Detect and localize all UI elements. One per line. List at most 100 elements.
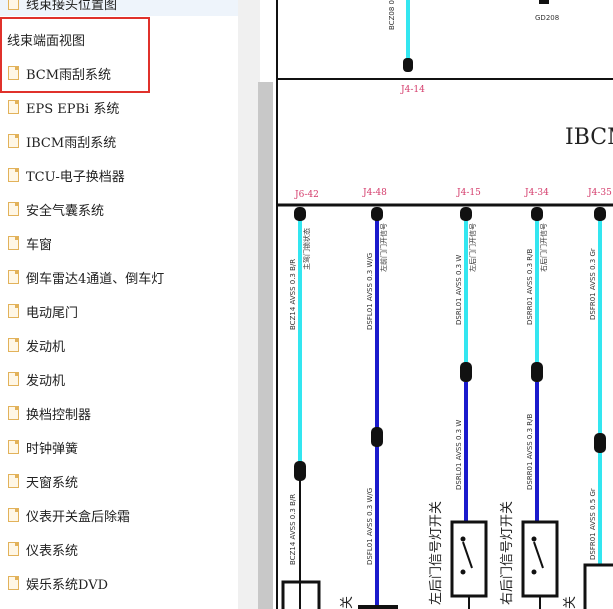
tree-item-label: 车窗 xyxy=(26,237,53,253)
tree-item[interactable]: 仪表系统 xyxy=(0,532,238,566)
tree-item[interactable]: 发动机 xyxy=(0,362,238,396)
tree-item[interactable]: IBCM雨刮系统 xyxy=(0,124,238,158)
tree-item[interactable]: 线束端面视图 xyxy=(0,22,238,56)
document-icon xyxy=(8,236,19,250)
scrollbar-track[interactable] xyxy=(238,0,260,609)
wire-2-connector-mid xyxy=(371,427,383,447)
document-icon xyxy=(8,440,19,454)
tree-item[interactable]: 换档控制器 xyxy=(0,396,238,430)
wire-1-name: 主驾门锁状态 xyxy=(302,228,311,270)
tree-item-label: BCM雨刮系统 xyxy=(26,67,112,83)
tree-item-label: 安全气囊系统 xyxy=(26,203,105,219)
document-icon xyxy=(8,304,19,318)
scrollbar-thumb[interactable] xyxy=(258,82,273,609)
wire-5-lower-code: DSFR01 AVSS 0.5 Gr xyxy=(589,488,597,560)
tree-item-label: 换档控制器 xyxy=(26,407,92,423)
pin-label-4: J4-34 xyxy=(524,188,549,198)
tree-item[interactable]: EPS EPBi 系统 xyxy=(0,90,238,124)
tree-item-label: 娱乐系统DVD xyxy=(26,577,109,593)
document-icon xyxy=(8,270,19,284)
wire-1-code: BCZ14 AVSS 0.3 B/R xyxy=(289,259,297,330)
tree-item-label: 仪表系统 xyxy=(26,543,79,559)
ground-mark xyxy=(539,0,549,4)
document-icon xyxy=(8,168,19,182)
tree-item[interactable]: 时钟弹簧 xyxy=(0,430,238,464)
wire-3-name: 左后门门开信号 xyxy=(468,223,477,272)
wire-5-connector-mid xyxy=(594,433,606,453)
wire-3-connector-top xyxy=(460,207,472,221)
tree-item-label: 仪表开关盒后除霜 xyxy=(26,509,131,525)
top-wire-code: BCZ08 0.5 xyxy=(388,0,396,30)
wire-2-name: 左前门门开信号 xyxy=(379,223,388,272)
top-connector xyxy=(403,58,413,72)
switch-3-box xyxy=(583,563,613,609)
tree-item[interactable]: 安全气囊系统 xyxy=(0,192,238,226)
component-label-left: 关 xyxy=(340,596,355,609)
component-label-right: 关 xyxy=(563,596,578,609)
tree-item-label: 线束端面视图 xyxy=(7,33,86,49)
document-icon xyxy=(8,508,19,522)
switch-1-label: 左后门信号灯开关 xyxy=(429,501,444,605)
tree-item-label: TCU-电子换档器 xyxy=(26,169,125,185)
tree-item-label: 发动机 xyxy=(26,339,66,355)
wire-3-connector-mid xyxy=(460,362,472,382)
document-icon xyxy=(8,338,19,352)
top-pin-label: J4-14 xyxy=(400,85,425,95)
tree-item[interactable]: 电动尾门 xyxy=(0,294,238,328)
wire-1-connector-top xyxy=(294,207,306,221)
wire-2-code: DSFL01 AVSS 0.3 W/G xyxy=(366,253,374,330)
wiring-diagram-view[interactable]: J4-14 BCZ08 0.5 GD208 IBCM J6-42 J4-48 J… xyxy=(273,0,613,609)
tree-item-label: 线束接头位置图 xyxy=(26,0,118,13)
gd-label: GD208 xyxy=(535,14,559,22)
tree-item-label: 倒车雷达4通道、倒车灯 xyxy=(26,271,165,287)
document-icon xyxy=(8,542,19,556)
document-icon xyxy=(8,66,19,80)
wire-5-code: DSFR01 AVSS 0.3 Gr xyxy=(589,248,597,320)
switch-2-contact xyxy=(533,541,544,569)
wire-3-code: DSRL01 AVSS 0.3 W xyxy=(455,255,463,325)
tree-item-label: 发动机 xyxy=(26,373,66,389)
tree-item[interactable]: TCU-电子换档器 xyxy=(0,158,238,192)
wire-3-lower-code: DSRL01 AVSS 0.3 W xyxy=(455,420,463,490)
wire-5-connector-top xyxy=(594,207,606,221)
document-icon xyxy=(8,100,19,114)
pin-label-1: J6-42 xyxy=(294,190,319,200)
document-icon xyxy=(8,474,19,488)
tree-item-label: IBCM雨刮系统 xyxy=(26,135,117,151)
wire-1-connector-mid xyxy=(294,461,306,481)
tree-item[interactable]: 娱乐系统DVD xyxy=(0,566,238,600)
document-icon xyxy=(8,202,19,216)
tree-item[interactable]: BCM雨刮系统 xyxy=(0,56,238,90)
wire-4-lower-code: DSRR01 AVSS 0.3 R/B xyxy=(526,413,534,490)
wire-4-name: 右后门门开信号 xyxy=(539,223,548,272)
pin-label-2: J4-48 xyxy=(362,188,387,198)
file-tree: 线束接头位置图线束端面视图 BCM雨刮系统 EPS EPBi 系统 IBCM雨刮系统 T… xyxy=(0,0,260,609)
tree-item-label: EPS EPBi 系统 xyxy=(26,101,120,117)
tree-item-label: 天窗系统 xyxy=(26,475,79,491)
module-label: IBCM xyxy=(565,125,613,150)
document-icon xyxy=(8,576,19,590)
tree-item[interactable]: 线束接头位置图 xyxy=(0,0,238,16)
wire-1-component xyxy=(281,580,321,609)
switch-2-label: 右后门信号灯开关 xyxy=(500,501,515,605)
wire-2-connector-top xyxy=(371,207,383,221)
tree-item-label: 电动尾门 xyxy=(26,305,79,321)
pin-label-5: J4-35 xyxy=(587,188,612,198)
document-icon xyxy=(8,372,19,386)
tree-item-label: 时钟弹簧 xyxy=(26,441,79,457)
wire-2-lower-code: DSFL01 AVSS 0.3 W/G xyxy=(366,488,374,565)
tree-item[interactable]: 天窗系统 xyxy=(0,464,238,498)
document-icon xyxy=(8,0,19,10)
wiring-diagram: J4-14 BCZ08 0.5 GD208 IBCM J6-42 J4-48 J… xyxy=(276,0,613,609)
tree-item[interactable]: 仪表开关盒后除霜 xyxy=(0,498,238,532)
wire-4-connector-top xyxy=(531,207,543,221)
pin-label-3: J4-15 xyxy=(456,188,481,198)
wire-4-connector-mid xyxy=(531,362,543,382)
tree-item[interactable]: 车窗 xyxy=(0,226,238,260)
tree-item[interactable]: 倒车雷达4通道、倒车灯 xyxy=(0,260,238,294)
document-icon xyxy=(8,406,19,420)
document-icon xyxy=(8,134,19,148)
wire-1-lower-code: BCZ14 AVSS 0.3 B/R xyxy=(289,494,297,565)
switch-1-contact xyxy=(462,541,473,569)
tree-item[interactable]: 发动机 xyxy=(0,328,238,362)
